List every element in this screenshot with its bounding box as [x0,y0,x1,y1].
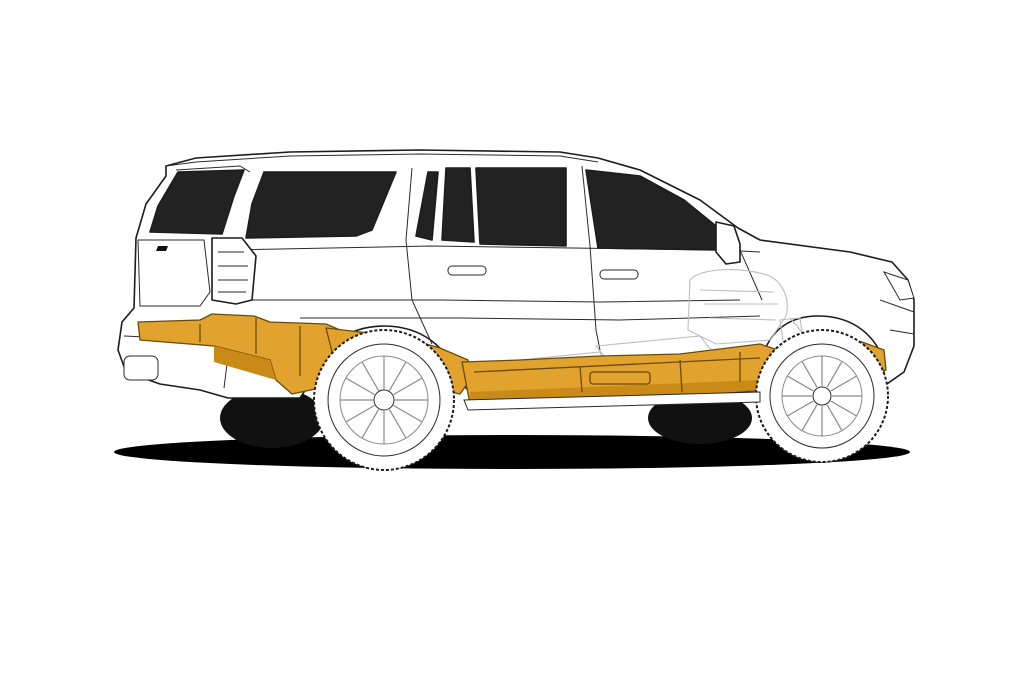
front-details [879,271,915,335]
wheel-spoke [393,377,423,396]
c-pillar-window [415,171,439,241]
rear-details [123,237,257,389]
wheel-spoke [801,361,818,388]
wheel-spoke [361,361,380,391]
wheel-spoke [830,400,857,417]
side-mirror [715,221,741,265]
rear-window [149,169,245,235]
far-side-wheels [220,388,752,448]
wheel-spoke [826,404,843,431]
ground-shadow [114,435,910,469]
front-door-window [585,169,717,251]
wheel-spoke [361,409,380,439]
wheel-spoke [388,361,407,391]
rear-quarter-window [245,171,397,239]
wheel-spoke [826,361,843,388]
front-wheel [755,329,889,463]
wheel-spoke [801,404,818,431]
running-board [463,391,761,411]
rear-door-window [441,167,475,243]
wheel-spoke [388,409,407,439]
wheel-spoke [787,375,814,392]
rear-door-main-window [475,167,567,247]
wheel-spoke [345,377,375,396]
wheel-spoke [345,404,375,423]
rear-wheel [313,329,455,471]
rear-badge [156,246,168,251]
wheel-spoke [787,400,814,417]
wheel-spoke [393,404,423,423]
wheel-spoke [830,375,857,392]
windows [149,167,717,251]
